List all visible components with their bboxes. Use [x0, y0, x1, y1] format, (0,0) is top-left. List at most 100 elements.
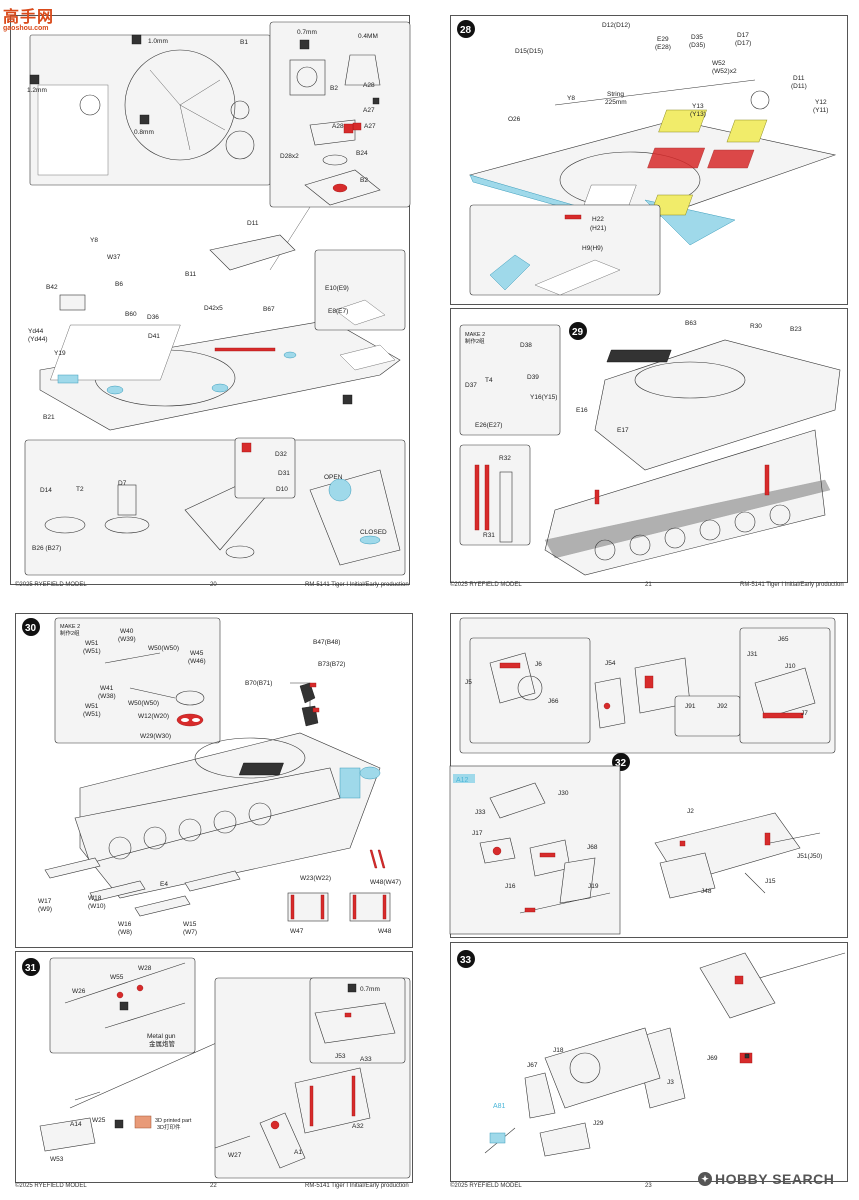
- label-r30: R30: [750, 323, 762, 330]
- label-w45: W45: [190, 650, 204, 657]
- label-w48a: W48(W47): [370, 879, 401, 886]
- label-d37: D37: [465, 382, 477, 389]
- label-e29: E29: [657, 36, 669, 43]
- label-d12: D12(D12): [602, 22, 630, 29]
- label-b1: B1: [240, 39, 248, 46]
- label-0-7mm: 0.7mm: [297, 29, 317, 36]
- label-w17: W17: [38, 898, 52, 905]
- label-0-8mm: 0.8mm: [134, 129, 154, 136]
- label-metal-gun: Metal gun: [147, 1033, 176, 1040]
- label-w41: W41: [100, 685, 114, 692]
- label-j6: J6: [535, 661, 542, 668]
- label-b21: B21: [43, 414, 55, 421]
- label-a32: A32: [352, 1123, 364, 1130]
- label-d42: D42x5: [204, 305, 223, 312]
- label-j2: J2: [687, 808, 694, 815]
- label-d14: D14: [40, 487, 52, 494]
- label-b42: B42: [46, 284, 58, 291]
- label-3d-printed-cn: 3D打印件: [157, 1123, 181, 1131]
- label-j69: J69: [707, 1055, 718, 1062]
- label-d11: D11: [247, 220, 259, 227]
- label-make2-cn: 制作2组: [60, 629, 80, 637]
- label-d35b: (D35): [689, 42, 705, 49]
- step-28-badge: [457, 20, 475, 38]
- label-b73: B73(B72): [318, 661, 345, 668]
- label-w52: W52: [712, 60, 726, 67]
- label-b11: B11: [185, 271, 196, 278]
- label-w38: (W38): [98, 693, 116, 700]
- label-y19: Y19: [54, 350, 66, 357]
- footer-left: ©2025 RYEFIELD MODEL: [15, 1183, 87, 1189]
- label-0-4mm: 0.4MM: [358, 33, 378, 40]
- label-1-0mm: 1.0mm: [148, 38, 168, 45]
- label-j30: J30: [558, 790, 569, 797]
- step-29-badge: [569, 322, 587, 340]
- label-d28: D28x2: [280, 153, 299, 160]
- label-h9: H9(H9): [582, 245, 603, 252]
- footer-left: ©2025 RYEFIELD MODEL: [450, 1183, 522, 1189]
- footer-right: RM-5141 Tiger I Initial/Early production: [305, 1183, 409, 1189]
- watermark-top-chars: 高手网: [3, 9, 55, 26]
- label-a27a: A27: [363, 107, 375, 114]
- label-w37: W37: [107, 254, 121, 261]
- label-r32: R32: [499, 455, 511, 462]
- label-d31: D31: [278, 470, 290, 477]
- label-j53: J53: [335, 1053, 346, 1060]
- label-w40: W40: [120, 628, 134, 635]
- step-33-number: 33: [460, 955, 472, 966]
- label-b6: B6: [115, 281, 123, 288]
- label-j48: J48: [701, 888, 712, 895]
- label-j68: J68: [587, 844, 598, 851]
- label-w9: (W9): [38, 906, 52, 913]
- label-y13b: (Y13): [690, 111, 706, 118]
- label-1-2mm: 1.2mm: [27, 87, 47, 94]
- label-y16: Y16(Y15): [530, 394, 557, 401]
- step-30-badge: [22, 618, 40, 636]
- label-o26: O26: [508, 116, 521, 123]
- label-j66: J66: [548, 698, 559, 705]
- label-a1: A1: [294, 1149, 302, 1156]
- label-w16: W16: [118, 921, 132, 928]
- label-t4: T4: [485, 377, 493, 384]
- label-w15: W15: [183, 921, 197, 928]
- label-h21: (H21): [590, 225, 606, 232]
- step-31-badge: [22, 958, 40, 976]
- label-d36: D36: [147, 314, 159, 321]
- page-21-drawing: 28 29: [457, 20, 841, 576]
- label-b47: B47(B48): [313, 639, 340, 646]
- label-w53: W53: [50, 1156, 64, 1163]
- label-d11: D11: [793, 75, 805, 82]
- label-j92: J92: [717, 703, 728, 710]
- label-string: String: [607, 91, 624, 98]
- label-w55: W55: [110, 974, 124, 981]
- label-w8: (W8): [118, 929, 132, 936]
- label-yd44b: (Yd44): [28, 336, 48, 343]
- page-number: 23: [645, 1183, 652, 1189]
- label-closed: CLOSED: [360, 529, 387, 536]
- label-e4: E4: [160, 881, 168, 888]
- step-32-number: 32: [615, 758, 627, 769]
- label-w51a: W51: [85, 640, 99, 647]
- label-w27: W27: [228, 1152, 242, 1159]
- label-d38: D38: [520, 342, 532, 349]
- label-j67: J67: [527, 1062, 538, 1069]
- label-y8: Y8: [90, 237, 98, 244]
- label-d7: D7: [118, 480, 127, 487]
- label-d17: D17: [737, 32, 749, 39]
- label-w51b: W51: [85, 703, 99, 710]
- label-h22: H22: [592, 216, 604, 223]
- footer-left: ©2025 RYEFIELD MODEL: [450, 582, 522, 588]
- label-d10: D10: [276, 486, 288, 493]
- label-j7: J7: [801, 710, 808, 717]
- label-j15: J15: [765, 878, 776, 885]
- label-w10: (W10): [88, 903, 106, 910]
- step-30-number: 30: [25, 623, 37, 634]
- step-29-number: 29: [572, 327, 584, 338]
- label-w50b: W50(W50): [128, 700, 159, 707]
- label-b60: B60: [125, 311, 137, 318]
- step-33-badge: [457, 950, 475, 968]
- label-j3: J3: [667, 1079, 674, 1086]
- label-a14: A14: [70, 1121, 82, 1128]
- label-j18: J18: [553, 1047, 564, 1054]
- step-28-number: 28: [460, 25, 472, 36]
